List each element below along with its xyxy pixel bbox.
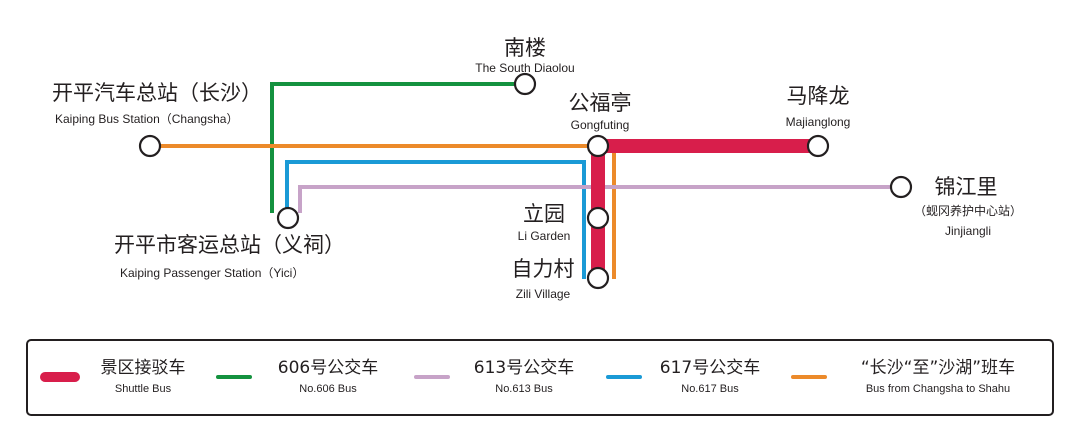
- station-marker-majianglong[interactable]: [806, 134, 830, 158]
- legend-changsha-shahu-zh: “长沙“至”沙湖”班车: [861, 358, 1015, 378]
- legend-617-en: No.617 Bus: [681, 383, 739, 395]
- legend-613-zh: 613号公交车: [474, 358, 574, 378]
- label-jinjiangli-en: Jinjiangli: [945, 224, 991, 238]
- label-zili-village-zh: 自力村: [512, 257, 575, 281]
- legend-606-en: No.606 Bus: [299, 383, 357, 395]
- station-marker-zili-village[interactable]: [586, 266, 610, 290]
- label-south-diaolou-en: The South Diaolou: [475, 61, 574, 75]
- legend-item-613: 613号公交车 No.613 Bus: [414, 358, 574, 395]
- legend-item-changsha-shahu: “长沙“至”沙湖”班车 Bus from Changsha to Shahu: [791, 358, 1015, 395]
- label-gongfuting-en: Gongfuting: [571, 118, 630, 132]
- label-kaiping-bus-station-en: Kaiping Bus Station（Changsha）: [55, 112, 238, 126]
- station-marker-kaiping-passenger-station[interactable]: [276, 206, 300, 230]
- legend-613-en: No.613 Bus: [495, 383, 553, 395]
- legend-shuttle-en: Shuttle Bus: [115, 383, 172, 395]
- station-marker-gongfuting[interactable]: [586, 134, 610, 158]
- label-kaiping-passenger-station-en: Kaiping Passenger Station（Yici）: [120, 266, 304, 280]
- station-marker-jinjiangli[interactable]: [889, 175, 913, 199]
- label-majianglong-zh: 马降龙: [787, 84, 850, 108]
- label-jinjiangli-zh: 锦江里: [935, 175, 998, 199]
- label-kaiping-passenger-station-zh: 开平市客运总站（义祠）: [114, 233, 345, 257]
- legend-606-zh: 606号公交车: [278, 358, 378, 378]
- station-marker-li-garden[interactable]: [586, 206, 610, 230]
- label-majianglong-en: Majianglong: [786, 115, 851, 129]
- label-kaiping-bus-station-zh: 开平汽车总站（长沙）: [52, 81, 262, 105]
- legend-shuttle-zh: 景区接驳车: [101, 358, 186, 378]
- station-marker-south-diaolou[interactable]: [513, 72, 537, 96]
- label-zili-village-en: Zili Village: [516, 287, 571, 301]
- legend-item-617: 617号公交车 No.617 Bus: [606, 358, 760, 395]
- label-li-garden-en: Li Garden: [518, 229, 571, 243]
- legend-item-606: 606号公交车 No.606 Bus: [216, 358, 378, 395]
- route-606-line: [270, 82, 525, 213]
- route-617-line: [285, 160, 586, 279]
- legend-617-zh: 617号公交车: [660, 358, 760, 378]
- label-gongfuting-zh: 公福亭: [569, 91, 632, 115]
- legend-changsha-shahu-en: Bus from Changsha to Shahu: [866, 383, 1010, 395]
- station-marker-kaiping-bus-station[interactable]: [138, 134, 162, 158]
- legend-box: [26, 339, 1054, 416]
- label-south-diaolou-zh: 南楼: [504, 36, 546, 60]
- legend-item-shuttle: 景区接驳车 Shuttle Bus: [40, 358, 186, 395]
- label-jinjiangli-sub: （蚬冈养护中心站）: [914, 203, 1022, 218]
- route-613-line: [298, 185, 901, 213]
- label-li-garden-zh: 立园: [523, 202, 565, 226]
